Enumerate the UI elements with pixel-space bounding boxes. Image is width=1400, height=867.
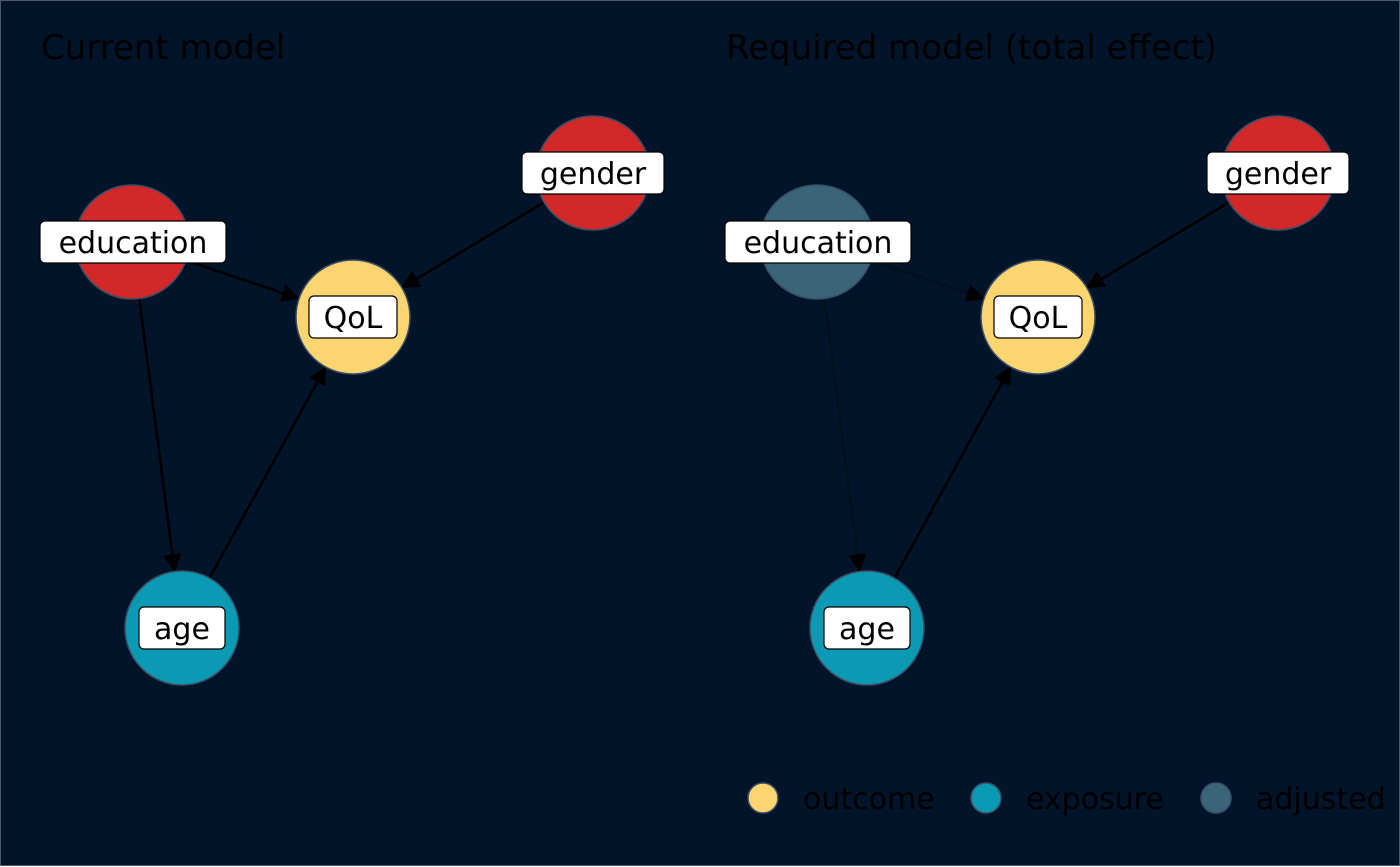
node-gender: gender (521, 115, 665, 231)
node-age: age (124, 570, 240, 686)
edge-gender-to-QoL (401, 201, 545, 289)
node-education: education (39, 184, 227, 300)
node-education-label: education (744, 226, 893, 261)
legend-adjusted-swatch (1200, 782, 1232, 814)
panel-title-required: Required model (total effect) (726, 28, 1217, 68)
node-QoL: QoL (980, 259, 1096, 375)
edge-gender-to-QoL (1086, 201, 1230, 289)
edge-education-to-QoL (185, 259, 300, 302)
node-education-label: education (59, 226, 208, 261)
node-QoL: QoL (295, 259, 411, 375)
node-age-label: age (154, 612, 210, 647)
node-gender-label: gender (1225, 157, 1332, 192)
node-age: age (809, 570, 925, 686)
legend-outcome-label: outcome (803, 782, 935, 817)
edge-education-to-QoL (870, 259, 985, 302)
node-QoL-label: QoL (1009, 301, 1068, 336)
edge-education-to-age (823, 298, 867, 573)
legend-outcome-swatch (747, 782, 779, 814)
legend-adjusted-label: adjusted (1256, 782, 1386, 817)
node-gender-label-box (1206, 151, 1350, 195)
node-education-label-box (39, 220, 227, 264)
node-education: education (724, 184, 912, 300)
node-education-label-box (724, 220, 912, 264)
node-gender: gender (1206, 115, 1350, 231)
node-gender-label-box (521, 151, 665, 195)
edge-age-to-QoL (208, 366, 327, 579)
node-age-label: age (839, 612, 895, 647)
node-age-label-box (823, 606, 911, 650)
node-QoL-label-box (993, 295, 1083, 339)
edge-age-to-QoL (893, 366, 1012, 579)
panel-title-current: Current model (41, 28, 285, 68)
node-QoL-label-box (308, 295, 398, 339)
legend-exposure-label: exposure (1026, 782, 1164, 817)
node-gender-label: gender (540, 157, 647, 192)
node-QoL-label: QoL (324, 301, 383, 336)
legend-exposure-swatch (970, 782, 1002, 814)
node-age-label-box (138, 606, 226, 650)
legend: outcome exposure adjusted (747, 782, 1386, 817)
edge-education-to-age (138, 298, 182, 573)
